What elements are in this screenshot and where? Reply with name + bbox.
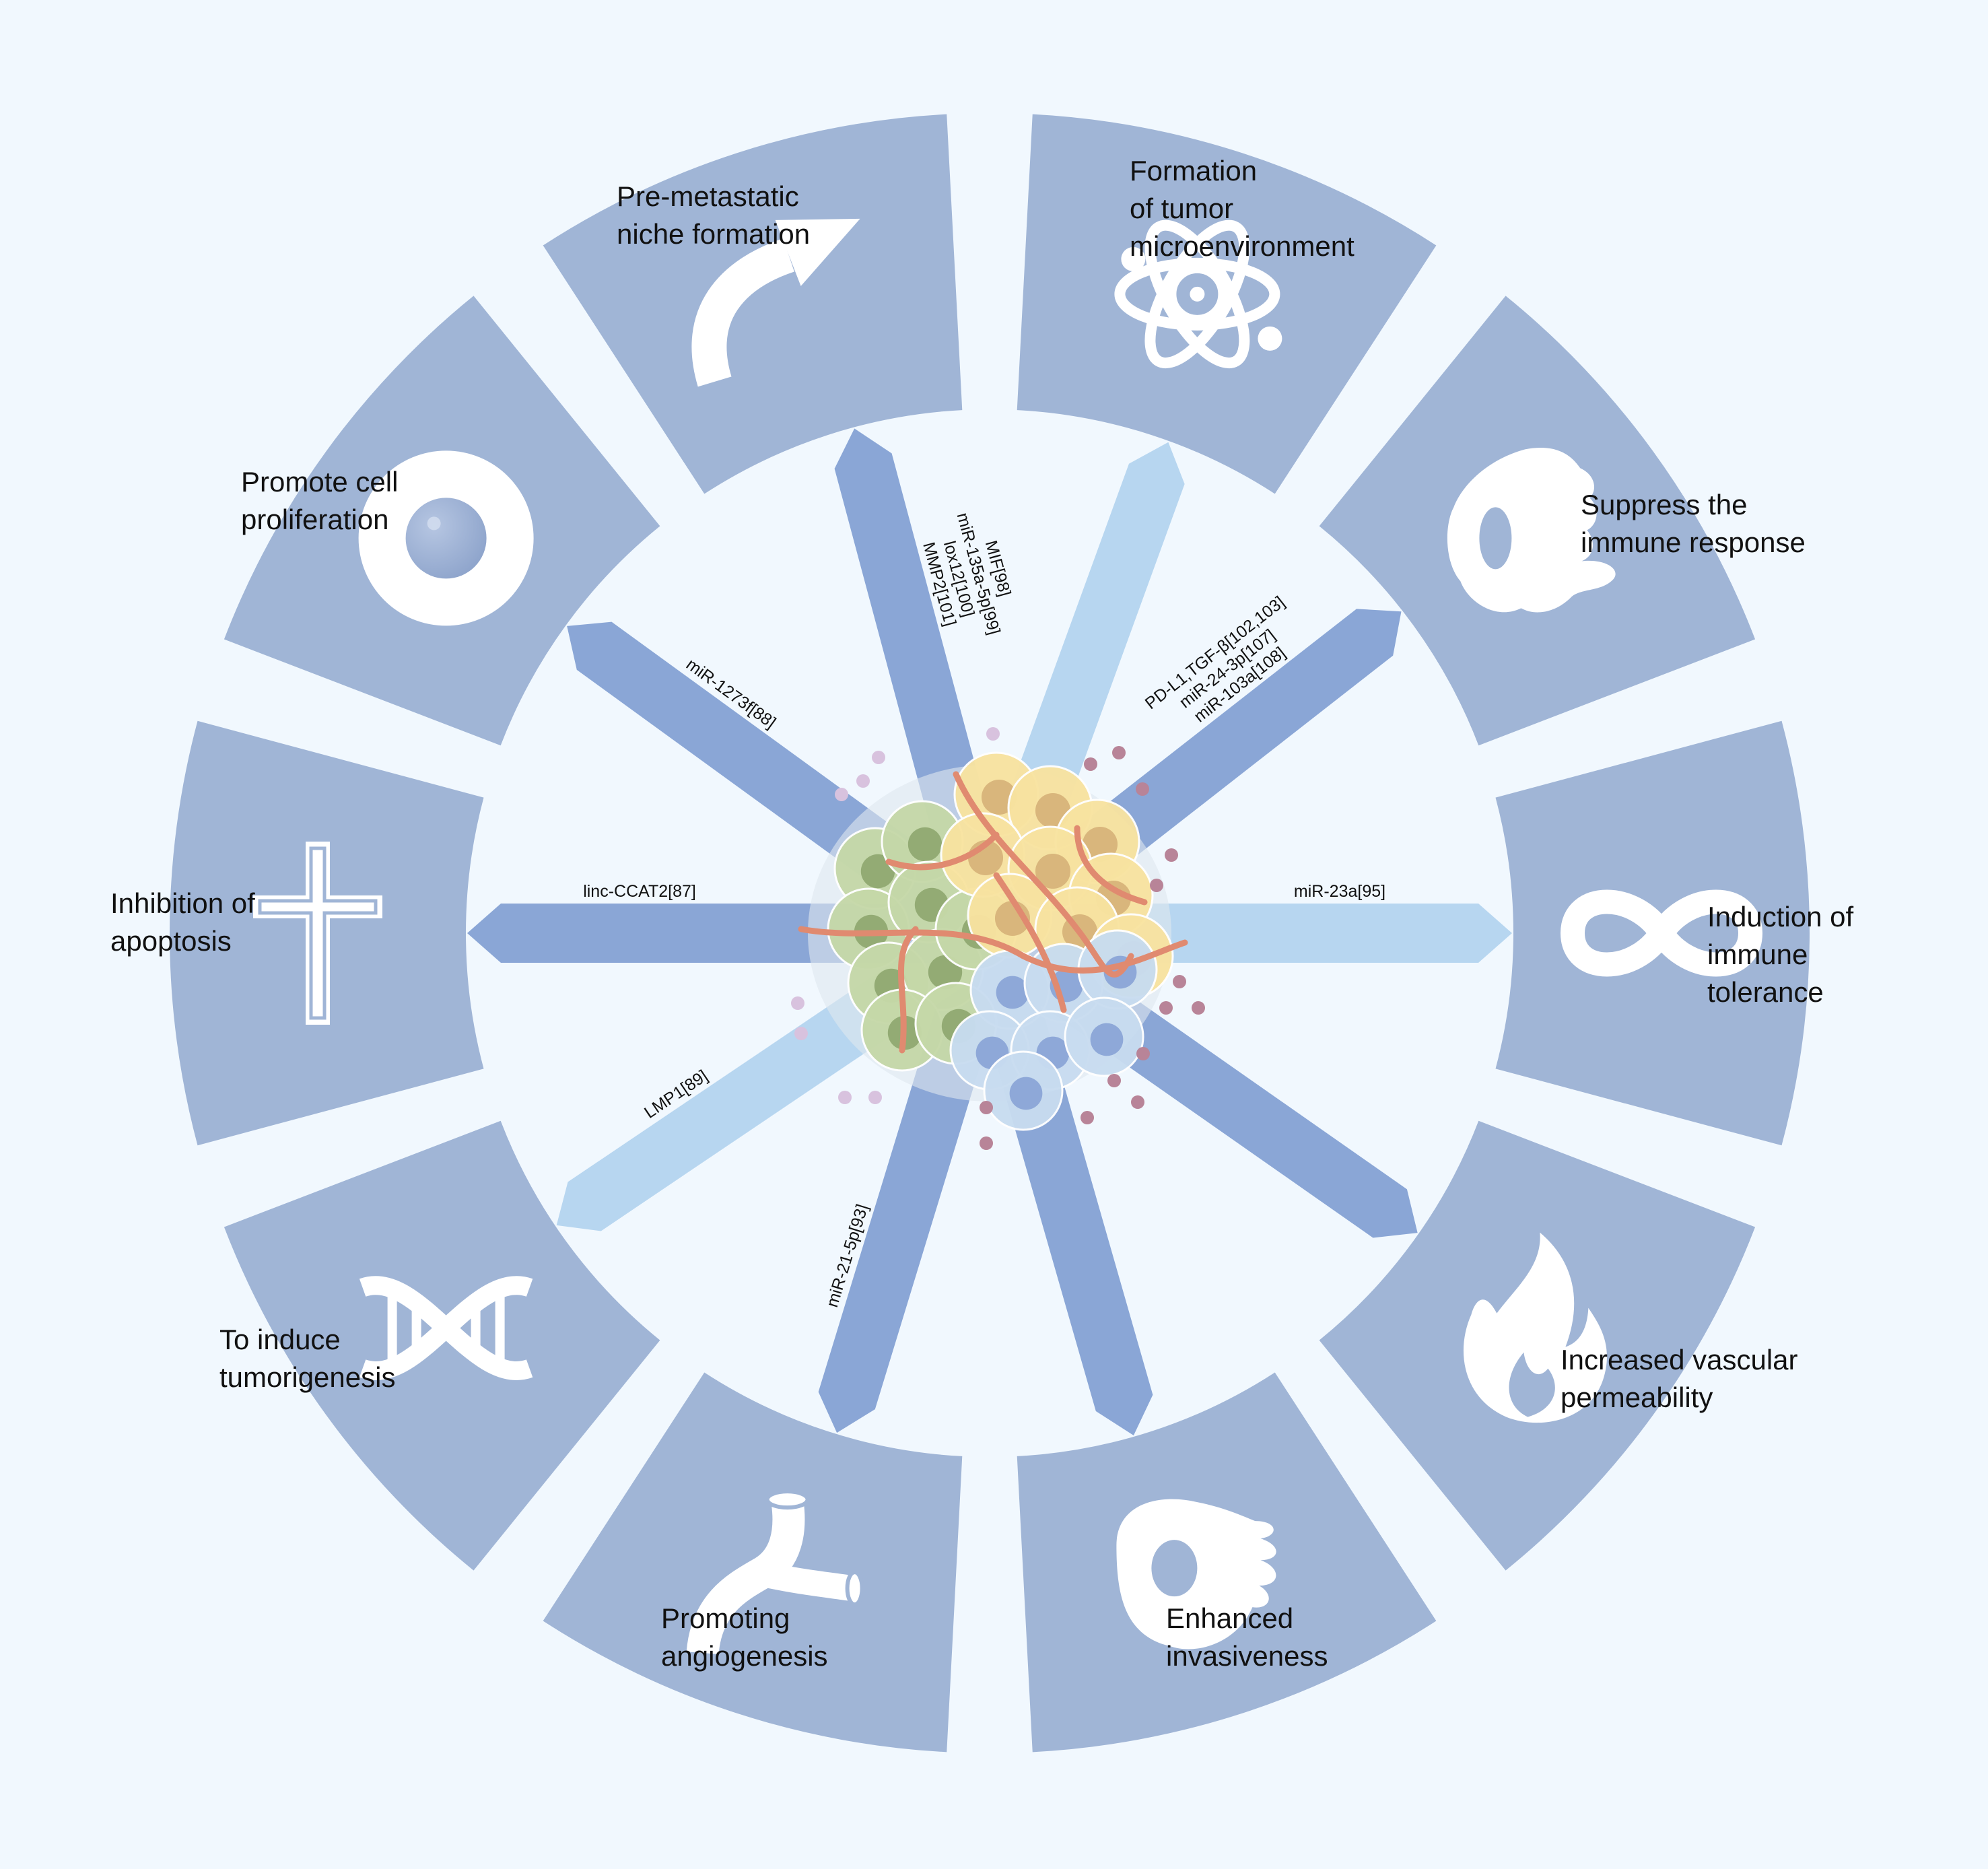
label-immune-tolerance: Induction of immune tolerance — [1707, 901, 1854, 1008]
atom-icon — [1114, 219, 1282, 369]
label-angiogenesis: Promoting angiogenesis — [661, 1602, 828, 1672]
label-apoptosis: Inhibition of apoptosis — [110, 887, 255, 957]
vesicle — [1107, 1074, 1121, 1087]
tumor-cluster — [791, 727, 1205, 1150]
vesicle — [1150, 879, 1163, 892]
vesicle — [835, 788, 848, 801]
vesicle — [980, 1101, 993, 1114]
dna-icon — [359, 1276, 533, 1380]
label-pre-metastatic: Pre-metastatic niche formation — [617, 180, 811, 250]
segment-shape — [543, 114, 963, 494]
flame-icon — [1463, 1232, 1607, 1423]
vesicle — [1084, 757, 1097, 771]
vesicle — [980, 1136, 993, 1150]
segment-suppress-immune — [1319, 296, 1756, 746]
blood-vessel — [993, 872, 1067, 1013]
blood-vessel — [1074, 825, 1148, 906]
label-proliferation: Promote cell proliferation — [241, 466, 399, 535]
infinity-icon — [1561, 889, 1762, 977]
blood-vessel — [953, 771, 1134, 978]
vesicle — [872, 751, 885, 764]
blue-cell — [1064, 996, 1144, 1077]
segment-vascular-permeability — [1319, 1120, 1756, 1571]
label-formation-tme: Formation of tumor microenvironment — [1130, 155, 1355, 262]
segment-tumorigenesis — [224, 1120, 660, 1571]
segment-apoptosis — [169, 720, 484, 1146]
macrophage-icon — [1447, 448, 1616, 613]
segments-layer — [169, 114, 1810, 1753]
vesicle — [791, 996, 804, 1010]
segment-invasiveness — [1017, 1372, 1437, 1753]
vesicle — [868, 1091, 882, 1104]
vesicle — [1136, 782, 1149, 796]
vesicle — [1165, 848, 1178, 862]
vesicle — [1131, 1095, 1144, 1109]
vesicle — [856, 774, 870, 788]
label-tumorigenesis: To induce tumorigenesis — [219, 1324, 396, 1393]
vesicle — [1173, 975, 1186, 988]
blue-cell — [983, 1050, 1064, 1131]
vesicle — [1159, 1001, 1173, 1015]
vesicle — [1136, 1047, 1150, 1060]
cell-ring-icon — [358, 450, 534, 626]
arrow-label-apoptosis: linc-CCAT2[87] — [583, 882, 696, 901]
arrow-label-line: miR-23a[95] — [1294, 882, 1385, 901]
segment-proliferation — [224, 296, 660, 746]
yellow-cell — [967, 873, 1053, 959]
arrow-label-immune-tolerance: miR-23a[95] — [1294, 882, 1385, 901]
segment-shape — [224, 1120, 660, 1571]
curved-arrow-icon — [691, 218, 860, 387]
vesicle — [1081, 1111, 1094, 1124]
vesicle — [1192, 1001, 1205, 1015]
blood-vessel — [798, 926, 1188, 974]
label-vascular-permeability: Increased vascular permeability — [1561, 1344, 1798, 1413]
label-invasiveness: Enhanced invasiveness — [1166, 1602, 1328, 1672]
cross-icon — [253, 842, 382, 1025]
blood-vessel-icon — [686, 1489, 864, 1655]
segment-immune-tolerance — [1495, 720, 1810, 1146]
invading-cell-icon — [1116, 1499, 1276, 1650]
segment-formation-tme — [1017, 114, 1437, 494]
vesicle — [794, 1027, 808, 1040]
blood-vessel — [885, 831, 1000, 871]
segment-angiogenesis — [543, 1372, 963, 1753]
segment-pre-metastatic — [543, 114, 963, 494]
vesicle — [838, 1091, 852, 1104]
vesicle — [986, 727, 1000, 741]
blood-vessel — [898, 926, 919, 1054]
label-suppress-immune: Suppress the immune response — [1581, 489, 1806, 558]
arrow-label-line: linc-CCAT2[87] — [583, 882, 696, 901]
vesicle — [1112, 746, 1126, 759]
